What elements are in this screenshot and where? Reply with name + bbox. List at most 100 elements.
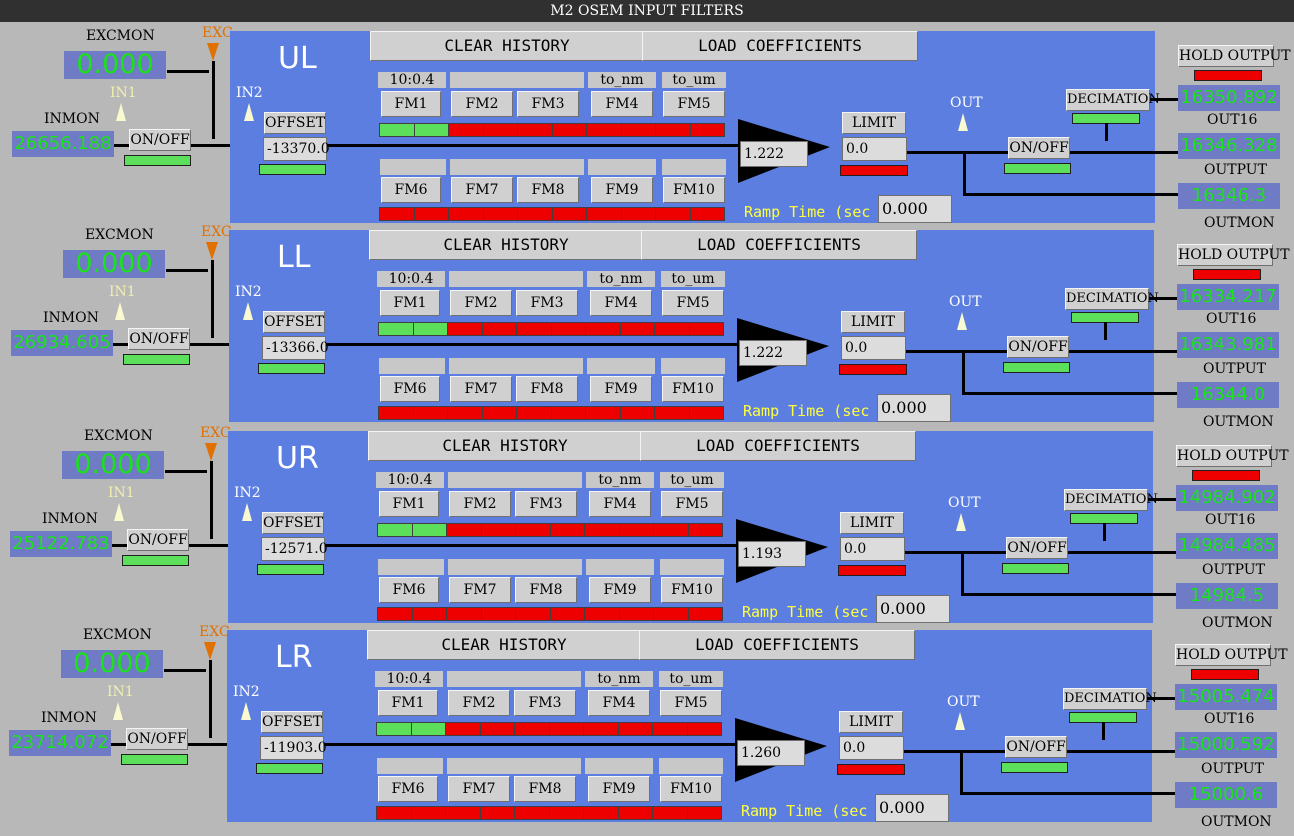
offset-input[interactable]: -12571.0: [261, 537, 328, 561]
fm8-button[interactable]: FM8: [516, 376, 578, 402]
ramp-time-input[interactable]: 0.000: [876, 595, 950, 623]
ramp-time-input[interactable]: 0.000: [878, 195, 952, 223]
offset-button[interactable]: OFFSET: [261, 711, 323, 733]
load-coefficients-button[interactable]: LOAD COEFFICIENTS: [639, 630, 915, 660]
fm4-button[interactable]: FM4: [589, 491, 651, 517]
fm6-button[interactable]: FM6: [380, 376, 440, 402]
fm9-button[interactable]: FM9: [589, 577, 651, 603]
fm10-button[interactable]: FM10: [662, 376, 724, 402]
clear-history-button[interactable]: CLEAR HISTORY: [370, 31, 644, 61]
clear-history-button[interactable]: CLEAR HISTORY: [367, 630, 641, 660]
fm3-button[interactable]: FM3: [515, 491, 577, 517]
fm6-button[interactable]: FM6: [378, 776, 438, 802]
offset-button[interactable]: OFFSET: [262, 512, 324, 534]
limit-input[interactable]: 0.0: [840, 537, 905, 561]
output-on-off-button[interactable]: ON/OFF: [1005, 736, 1067, 758]
fm4-button[interactable]: FM4: [590, 290, 652, 316]
fm9-button[interactable]: FM9: [588, 776, 650, 802]
decimation-button[interactable]: DECIMATION: [1065, 288, 1159, 310]
input-on-off-button[interactable]: ON/OFF: [129, 129, 191, 151]
load-coefficients-button[interactable]: LOAD COEFFICIENTS: [641, 230, 917, 260]
fm2-button[interactable]: FM2: [451, 91, 513, 117]
fm3-button[interactable]: FM3: [514, 690, 576, 716]
fm1-5-status-indicator: [376, 722, 722, 736]
load-coefficients-button[interactable]: LOAD COEFFICIENTS: [642, 31, 918, 61]
decimation-button[interactable]: DECIMATION: [1063, 688, 1157, 710]
offset-input[interactable]: -13370.0: [263, 137, 330, 161]
fm9-button[interactable]: FM9: [590, 376, 652, 402]
limit-input[interactable]: 0.0: [839, 736, 904, 760]
offset-input[interactable]: -11903.0: [260, 736, 327, 760]
inmon-label: INMON: [44, 111, 100, 127]
input-on-off-button[interactable]: ON/OFF: [126, 728, 188, 750]
output-on-off-button[interactable]: ON/OFF: [1007, 336, 1069, 358]
input-on-off-button[interactable]: ON/OFF: [128, 328, 190, 350]
offset-button[interactable]: OFFSET: [263, 311, 325, 333]
ramp-time-input[interactable]: 0.000: [875, 794, 949, 822]
hold-output-button[interactable]: HOLD OUTPUT: [1176, 445, 1289, 467]
in2-label: IN2: [233, 684, 260, 700]
fm1-button[interactable]: FM1: [381, 91, 441, 117]
limit-button[interactable]: LIMIT: [841, 311, 905, 333]
hold-output-button[interactable]: HOLD OUTPUT: [1178, 45, 1291, 67]
offset-input[interactable]: -13366.0: [262, 336, 329, 360]
fm10-button[interactable]: FM10: [660, 776, 722, 802]
fm10-button[interactable]: FM10: [663, 177, 725, 203]
in1-label: IN1: [107, 684, 134, 700]
output-on-off-button[interactable]: ON/OFF: [1006, 537, 1068, 559]
fm7-name: [450, 159, 584, 175]
fm7-button[interactable]: FM7: [451, 177, 513, 203]
inmon-readout: 23714.072: [9, 730, 111, 756]
gain-input[interactable]: 1.222: [740, 141, 808, 167]
inmon-wire: [113, 343, 129, 346]
fm4-button[interactable]: FM4: [588, 690, 650, 716]
fm10-button[interactable]: FM10: [661, 577, 723, 603]
fm8-button[interactable]: FM8: [517, 177, 579, 203]
fm1-button[interactable]: FM1: [379, 491, 439, 517]
fm5-button[interactable]: FM5: [660, 690, 722, 716]
fm5-button[interactable]: FM5: [663, 91, 725, 117]
fm6-10-status-indicator: [377, 607, 723, 621]
fm9-button[interactable]: FM9: [591, 177, 653, 203]
limit-input[interactable]: 0.0: [841, 336, 906, 360]
hold-output-status-indicator: [1192, 470, 1260, 481]
load-coefficients-button[interactable]: LOAD COEFFICIENTS: [640, 431, 916, 461]
ramp-time-input[interactable]: 0.000: [877, 394, 951, 422]
fm6-button[interactable]: FM6: [379, 577, 439, 603]
fm5-button[interactable]: FM5: [662, 290, 724, 316]
clear-history-button[interactable]: CLEAR HISTORY: [368, 431, 642, 461]
fm6-button[interactable]: FM6: [381, 177, 441, 203]
limit-button[interactable]: LIMIT: [840, 512, 904, 534]
fm1-button[interactable]: FM1: [378, 690, 438, 716]
exc-label: EXC: [200, 425, 231, 441]
fm8-button[interactable]: FM8: [514, 776, 576, 802]
offset-button[interactable]: OFFSET: [264, 112, 326, 134]
fm3-button[interactable]: FM3: [516, 290, 578, 316]
fm8-button[interactable]: FM8: [515, 577, 577, 603]
fm3-button[interactable]: FM3: [517, 91, 579, 117]
input-on-off-button[interactable]: ON/OFF: [127, 529, 189, 551]
fm4-button[interactable]: FM4: [591, 91, 653, 117]
out-arrow-icon: [956, 513, 966, 531]
fm2-button[interactable]: FM2: [448, 690, 510, 716]
fm1-button[interactable]: FM1: [380, 290, 440, 316]
fm7-button[interactable]: FM7: [448, 776, 510, 802]
hold-output-button[interactable]: HOLD OUTPUT: [1175, 644, 1288, 666]
fm7-button[interactable]: FM7: [450, 376, 512, 402]
gain-input[interactable]: 1.222: [739, 340, 807, 366]
fm7-button[interactable]: FM7: [449, 577, 511, 603]
hold-output-button[interactable]: HOLD OUTPUT: [1177, 244, 1290, 266]
limit-input[interactable]: 0.0: [842, 137, 907, 161]
fm2-name: [450, 72, 584, 88]
decimation-button[interactable]: DECIMATION: [1066, 89, 1160, 111]
limit-button[interactable]: LIMIT: [839, 711, 903, 733]
fm2-button[interactable]: FM2: [450, 290, 512, 316]
fm2-button[interactable]: FM2: [449, 491, 511, 517]
fm5-button[interactable]: FM5: [661, 491, 723, 517]
output-on-off-button[interactable]: ON/OFF: [1008, 137, 1070, 159]
decimation-button[interactable]: DECIMATION: [1064, 489, 1158, 511]
gain-input[interactable]: 1.260: [737, 740, 805, 766]
gain-input[interactable]: 1.193: [738, 541, 806, 567]
limit-button[interactable]: LIMIT: [842, 112, 906, 134]
clear-history-button[interactable]: CLEAR HISTORY: [369, 230, 643, 260]
